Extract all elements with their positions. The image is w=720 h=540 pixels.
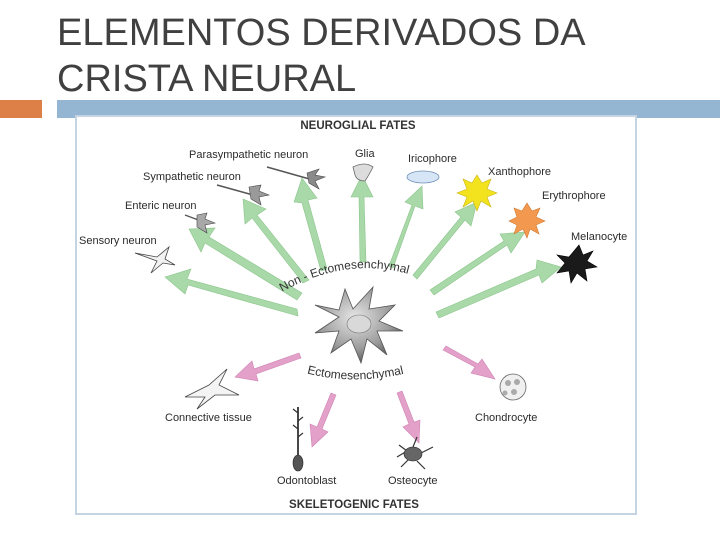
green-arrows [164, 174, 562, 319]
skeletogenic-fates-heading: SKELETOGENIC FATES [289, 499, 419, 511]
non-ectomesenchymal-label: Non - Ectomesenchymal [277, 257, 411, 294]
odontoblast-icon [292, 407, 304, 472]
arrow-iridophore [388, 185, 424, 269]
parasympathetic-neuron-icon [266, 166, 327, 190]
arrow-sympathetic [242, 198, 310, 284]
arrow-chondrocyte [442, 345, 496, 380]
arrow-enteric [188, 227, 303, 301]
accent-bar [0, 100, 42, 118]
label-parasympathetic-neuron: Parasympathetic neuron [189, 149, 308, 161]
neural-crest-figure: NEUROGLIAL FATES SKELETOGENIC FATES Non … [75, 115, 637, 515]
glia-icon [352, 163, 374, 182]
label-sympathetic-neuron: Sympathetic neuron [143, 171, 241, 183]
iridophore-icon [406, 170, 440, 184]
arrow-osteocyte [396, 390, 421, 444]
title-line-2: CRISTA NEURAL [57, 58, 357, 100]
arrow-sensory [164, 268, 299, 317]
neural-crest-diagram: NEUROGLIAL FATES SKELETOGENIC FATES Non … [79, 120, 627, 511]
label-enteric-neuron: Enteric neuron [125, 200, 197, 212]
label-glia: Glia [355, 148, 375, 160]
title-line-1: ELEMENTOS DERIVADOS DA [57, 12, 586, 54]
sensory-neuron-icon [134, 245, 176, 274]
erythrophore-icon [508, 202, 546, 239]
label-xanthophore: Xanthophore [488, 166, 551, 178]
label-odontoblast: Odontoblast [277, 475, 336, 487]
label-chondrocyte: Chondrocyte [475, 412, 537, 424]
label-osteocyte: Osteocyte [388, 475, 438, 487]
arrow-xanthophore [412, 201, 478, 280]
arrow-connective [234, 352, 302, 382]
arrow-glia [350, 174, 374, 263]
arrow-parasympathetic [293, 177, 328, 272]
enteric-neuron-icon [184, 212, 217, 234]
arrow-odontoblast [309, 392, 337, 448]
arrow-melanocyte [435, 259, 562, 319]
neuroglial-fates-heading: NEUROGLIAL FATES [300, 120, 416, 132]
osteocyte-icon [396, 436, 434, 470]
chondrocyte-icon [499, 373, 527, 401]
arrow-erythrophore [429, 231, 526, 296]
connective-tissue-icon [184, 368, 240, 410]
label-sensory-neuron: Sensory neuron [79, 235, 157, 247]
label-melanocyte: Melanocyte [571, 231, 627, 243]
label-iridophore: Iricophore [408, 153, 457, 165]
neural-crest-cell [314, 285, 404, 365]
title-rule [57, 100, 720, 118]
label-connective-tissue: Connective tissue [165, 412, 252, 424]
pink-arrows [234, 345, 496, 448]
label-erythrophore: Erythrophore [542, 190, 606, 202]
melanocyte-icon [556, 244, 598, 284]
slide-title: ELEMENTOS DERIVADOS DA CRISTA NEURAL [57, 10, 707, 102]
sympathetic-neuron-icon [216, 184, 271, 206]
ectomesenchymal-label: Ectomesenchymal [306, 363, 405, 383]
xanthophore-icon [456, 174, 498, 212]
